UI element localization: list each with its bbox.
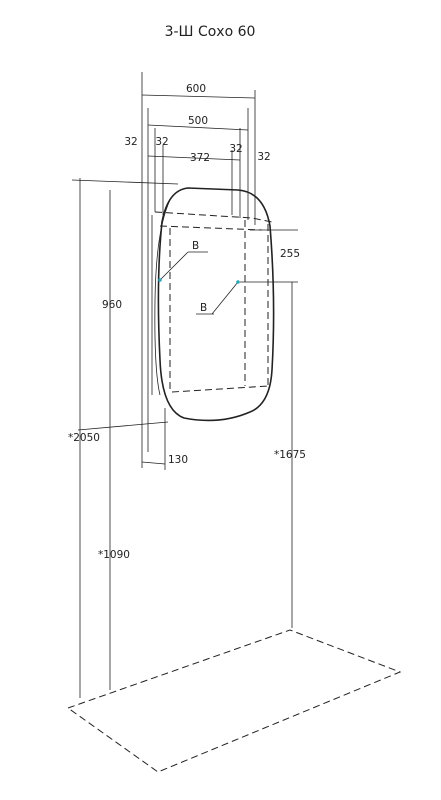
dim-line-600 bbox=[141, 94, 256, 99]
dim-960-label: 960 bbox=[102, 299, 122, 311]
callout-right-marker bbox=[236, 280, 240, 284]
dim-2050-label: *2050 bbox=[68, 432, 100, 444]
dim-600-label: 600 bbox=[186, 83, 206, 95]
dim-255-label: 255 bbox=[280, 248, 300, 260]
dim-32-left-inner-label: 32 bbox=[155, 136, 168, 148]
ref-top-line bbox=[71, 179, 179, 185]
callout-right-label: B bbox=[200, 302, 207, 314]
callout-left-label: B bbox=[192, 240, 199, 252]
dim-line-130 bbox=[141, 461, 166, 465]
dim-1090-label: *1090 bbox=[98, 549, 130, 561]
dim-372-label: 372 bbox=[190, 152, 210, 164]
dim-32-left-outer-label: 32 bbox=[124, 136, 137, 148]
floor-plane bbox=[66, 629, 402, 773]
ref-bottom-line bbox=[77, 421, 169, 431]
cabinet-body-bottom bbox=[171, 385, 269, 393]
cabinet-body-top bbox=[154, 211, 273, 223]
callout-right-leader bbox=[211, 281, 239, 315]
mirror-door-edge bbox=[154, 199, 171, 396]
dim-1675-label: *1675 bbox=[274, 449, 306, 461]
dim-line-500 bbox=[147, 124, 249, 131]
dim-32-right-inner-label: 32 bbox=[229, 143, 242, 155]
dim-500-label: 500 bbox=[188, 115, 208, 127]
cabinet-body-top-2 bbox=[159, 225, 263, 231]
callout-left-leader bbox=[159, 251, 189, 281]
drawing-title: 3-Ш Сохо 60 bbox=[165, 24, 256, 40]
dim-130-label: 130 bbox=[168, 454, 188, 466]
mirror-door bbox=[157, 187, 275, 422]
dim-32-right-outer-label: 32 bbox=[257, 151, 270, 163]
callout-left-marker bbox=[158, 278, 162, 282]
